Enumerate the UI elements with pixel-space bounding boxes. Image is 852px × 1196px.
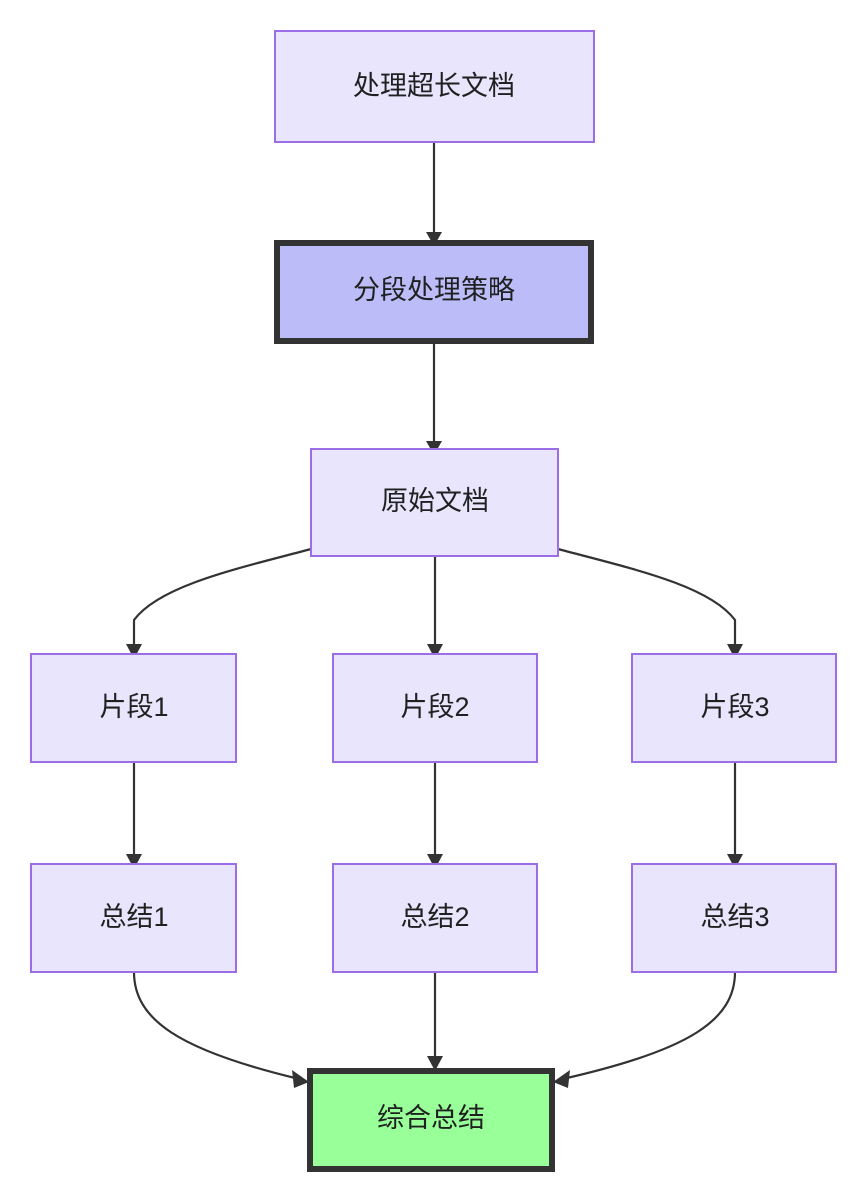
edge-summary1-to-final [132, 971, 309, 1088]
node-label: 片段3 [700, 692, 769, 722]
edge-source-to-chunk1 [126, 547, 312, 659]
node-box[interactable] [30, 863, 237, 973]
edge-chunk1-to-summary1 [126, 762, 142, 869]
edge-summary3-to-final [553, 971, 737, 1088]
nodes-layer: 处理超长文档 分段处理策略 原始文档 片段1 片段2 片段3 总结1 [30, 30, 837, 1172]
edge-path [566, 971, 737, 1080]
edge-process-to-strategy [426, 142, 442, 246]
node-box[interactable] [310, 448, 559, 557]
node-label: 总结1 [99, 902, 168, 932]
node-summary-2[interactable]: 总结2 [332, 863, 538, 973]
node-source-document[interactable]: 原始文档 [310, 448, 559, 557]
arrow-head-right [292, 1070, 309, 1088]
node-box[interactable] [631, 653, 837, 763]
node-box[interactable] [307, 1068, 555, 1172]
edge-path [132, 971, 296, 1080]
node-label: 原始文档 [381, 486, 489, 516]
edges-layer [126, 142, 743, 1088]
node-process-long-document[interactable]: 处理超长文档 [274, 30, 595, 143]
arrow-head-down [727, 644, 743, 659]
edge-chunk3-to-summary3 [727, 762, 743, 869]
node-label: 处理超长文档 [353, 71, 515, 101]
edge-path [557, 547, 737, 644]
node-summary-1[interactable]: 总结1 [30, 863, 237, 973]
node-box[interactable] [274, 240, 594, 344]
node-chunk-3[interactable]: 片段3 [631, 653, 837, 763]
node-label: 分段处理策略 [353, 275, 515, 305]
node-chunk-1[interactable]: 片段1 [30, 653, 237, 763]
node-chunking-strategy[interactable]: 分段处理策略 [274, 240, 594, 344]
edge-source-to-chunk3 [557, 547, 743, 659]
node-label: 综合总结 [377, 1103, 485, 1133]
arrow-head-down [427, 854, 443, 869]
node-box[interactable] [332, 863, 538, 973]
edge-path [132, 547, 312, 644]
arrow-head-down [126, 644, 142, 659]
arrow-head-down [426, 232, 442, 246]
node-label: 总结3 [700, 902, 769, 932]
node-label: 片段1 [99, 692, 168, 722]
node-label: 片段2 [400, 692, 469, 722]
edge-chunk2-to-summary2 [427, 762, 443, 869]
node-chunk-2[interactable]: 片段2 [332, 653, 538, 763]
edge-summary2-to-final [427, 972, 443, 1071]
arrow-head-down [427, 1056, 443, 1071]
node-box[interactable] [631, 863, 837, 973]
node-box[interactable] [30, 653, 237, 763]
arrow-head-down [126, 854, 142, 869]
node-comprehensive-summary[interactable]: 综合总结 [307, 1068, 555, 1172]
node-label: 总结2 [400, 902, 469, 932]
node-summary-3[interactable]: 总结3 [631, 863, 837, 973]
arrow-head-down [727, 854, 743, 869]
arrow-head-left [553, 1070, 570, 1088]
edge-strategy-to-source [426, 344, 442, 455]
node-box[interactable] [274, 30, 595, 143]
arrow-head-down [427, 644, 443, 659]
node-box[interactable] [332, 653, 538, 763]
edge-source-to-chunk2 [427, 556, 443, 659]
